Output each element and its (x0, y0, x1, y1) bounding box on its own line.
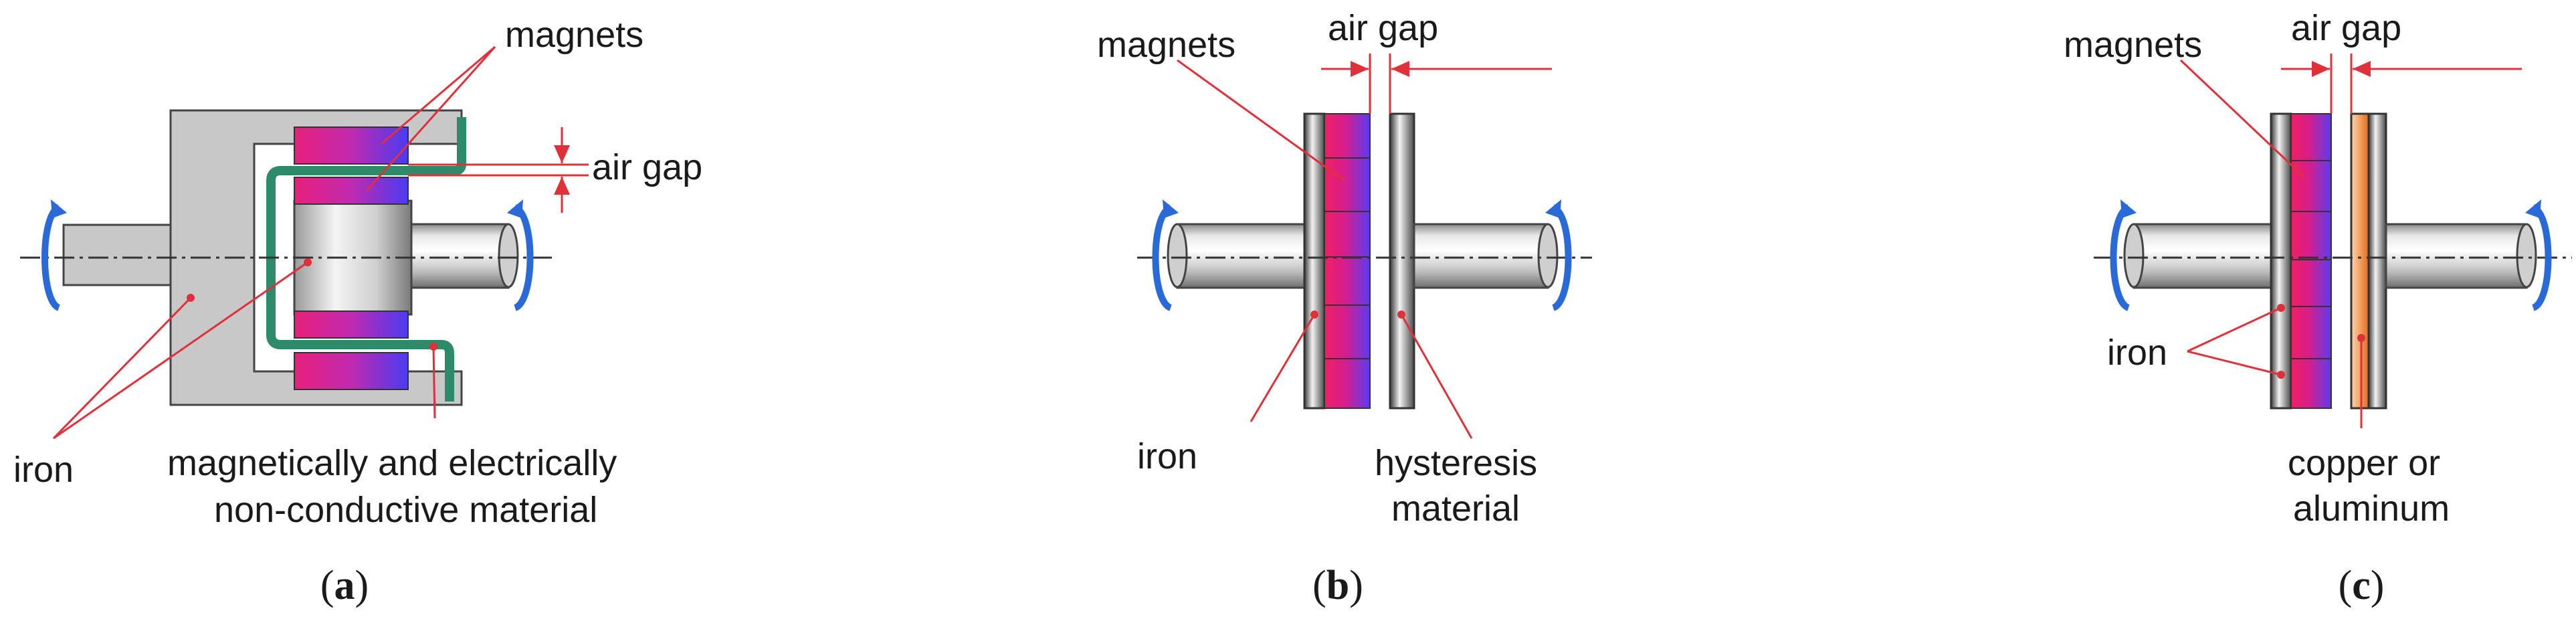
magnet-c-5 (2290, 306, 2332, 359)
leader-material-a (432, 346, 436, 419)
leader-magnets-c (2179, 59, 2306, 179)
magnet-b-1 (1324, 113, 1371, 159)
label-magnets-b: magnets (1097, 25, 1235, 65)
leader-magnets-a2 (365, 46, 496, 191)
label-hysteresis-b-line2: material (1391, 489, 1520, 529)
leader-magnets-a1 (381, 46, 496, 145)
hysteresis-disk-b (1389, 112, 1415, 410)
leader-dot-conductor-c (2357, 334, 2365, 342)
magnet-stack-c (2290, 113, 2332, 409)
label-air-gap-c: air gap (2291, 8, 2401, 48)
output-shaft-end-b (1537, 223, 1559, 288)
caption-a: (a) (320, 563, 369, 608)
caption-c: (c) (2339, 563, 2385, 608)
magnet-c-3 (2290, 211, 2332, 260)
magnet-c-6 (2290, 358, 2332, 409)
outer-magnet-top (294, 126, 409, 165)
rotation-arrowhead-right-b-icon (1545, 199, 1561, 218)
magnet-stack-b (1324, 113, 1371, 409)
conductor-disk-c (2350, 112, 2370, 410)
input-shaft-c (2133, 223, 2276, 289)
input-shaft-end-b (1167, 223, 1188, 288)
leader-magnets-b (1177, 59, 1345, 182)
label-material-a-line2: non-conductive material (214, 490, 597, 530)
leader-hysteresis-b (1400, 314, 1473, 439)
leader-iron-c2 (2187, 350, 2282, 376)
output-shaft-end (498, 223, 519, 288)
magnet-c-1 (2290, 113, 2332, 161)
label-hysteresis-b-line1: hysteresis (1375, 443, 1537, 483)
output-shaft (410, 223, 510, 289)
leader-iron-c1 (2187, 306, 2282, 353)
caption-b: (b) (1312, 563, 1363, 608)
leader-dot-hysteresis-b (1397, 311, 1405, 319)
rotation-arrowhead-right-c-icon (2525, 199, 2541, 218)
leader-dot-sleeve-a (429, 343, 437, 351)
label-iron-b: iron (1137, 436, 1197, 476)
output-shaft-c (2385, 223, 2528, 289)
leader-dot-iron-a (187, 294, 195, 302)
label-conductor-c-line1: copper or (2288, 443, 2440, 483)
leader-dot-hub-a (304, 258, 312, 266)
outer-magnet-bottom (294, 352, 409, 390)
input-shaft-b (1176, 223, 1309, 289)
input-shaft (62, 224, 182, 286)
leader-iron-b (1250, 314, 1316, 422)
leader-dot-iron-c1 (2277, 304, 2285, 312)
panel-b: magnets air gap iron hysteresis material… (1097, 8, 1592, 608)
leader-iron-a2 (53, 261, 308, 440)
magnet-c-2 (2290, 160, 2332, 212)
magnet-b-4 (1324, 256, 1371, 306)
label-magnets-c: magnets (2064, 25, 2202, 65)
magnet-b-6 (1324, 358, 1371, 409)
label-material-a-line1: magnetically and electrically (167, 443, 617, 483)
output-shaft-end-c (2516, 223, 2537, 288)
panel-c: magnets air gap iron copper or aluminum … (2064, 8, 2572, 608)
label-iron-c: iron (2107, 333, 2167, 373)
magnet-c-4 (2290, 259, 2332, 307)
inner-magnet-top (294, 177, 409, 205)
iron-disk-c (2270, 112, 2292, 410)
backing-iron-disk-c (2367, 112, 2387, 410)
label-magnets-a: magnets (505, 15, 643, 55)
label-iron-a: iron (13, 450, 74, 490)
label-air-gap-b: air gap (1328, 8, 1438, 48)
magnet-b-2 (1324, 157, 1371, 212)
leader-dot-iron-c2 (2277, 371, 2285, 379)
rotation-arrowhead-right-icon (507, 199, 523, 218)
label-conductor-c-line2: aluminum (2293, 489, 2450, 529)
input-shaft-end-c (2123, 223, 2145, 288)
rotation-arrowhead-left-b-icon (1163, 199, 1179, 218)
rotation-arrowhead-left-icon (51, 199, 67, 218)
panel-a: magnets air gap iron magnetically and el… (13, 15, 702, 608)
output-shaft-b (1413, 223, 1549, 289)
label-air-gap-a: air gap (592, 147, 702, 187)
leader-iron-a1 (52, 296, 192, 440)
leader-dot-iron-b (1310, 311, 1318, 319)
magnet-b-3 (1324, 211, 1371, 258)
rotation-arrowhead-left-c-icon (2120, 199, 2137, 218)
magnet-b-5 (1324, 304, 1371, 359)
inner-magnet-bottom (294, 311, 409, 339)
